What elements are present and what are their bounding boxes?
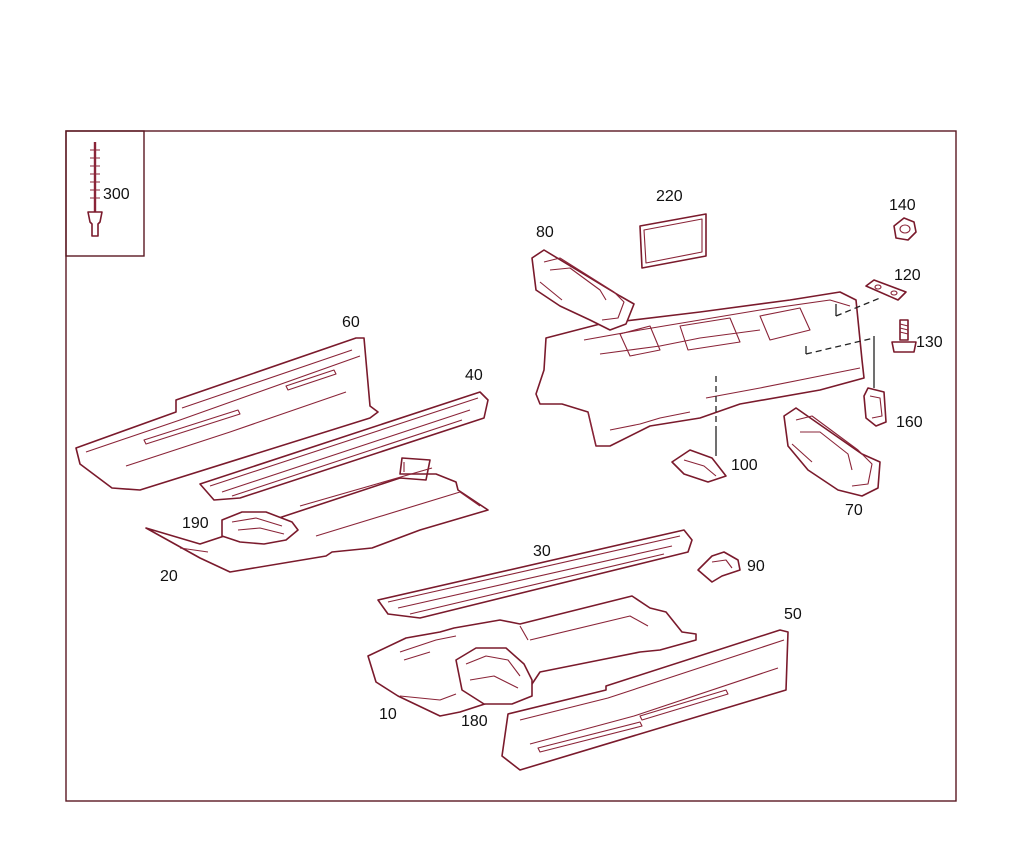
- callout-90: 90: [747, 558, 765, 575]
- callout-120: 120: [894, 267, 921, 284]
- floor-panel-10[interactable]: [367, 595, 697, 717]
- callout-70: 70: [845, 502, 863, 519]
- callout-10: 10: [379, 706, 397, 723]
- callout-60: 60: [342, 314, 360, 331]
- callout-220: 220: [656, 188, 683, 205]
- bracket-160[interactable]: [863, 387, 887, 427]
- callout-130: 130: [916, 334, 943, 351]
- callout-190: 190: [182, 515, 209, 532]
- callout-40: 40: [465, 367, 483, 384]
- sill-60[interactable]: [75, 337, 379, 491]
- diagram-frame: [65, 130, 957, 802]
- bracket-180[interactable]: [455, 647, 533, 705]
- callout-80: 80: [536, 224, 554, 241]
- callout-50: 50: [784, 606, 802, 623]
- sill-50[interactable]: [501, 629, 789, 771]
- member-80[interactable]: [531, 249, 635, 331]
- leader-120-dashed: [835, 297, 881, 317]
- bracket-100[interactable]: [671, 449, 727, 483]
- rivet-300[interactable]: [87, 142, 103, 237]
- bolt-130[interactable]: [891, 319, 917, 353]
- nut-140[interactable]: [893, 217, 917, 241]
- callout-100: 100: [731, 457, 758, 474]
- floor-panel-20[interactable]: [145, 457, 489, 573]
- member-70[interactable]: [783, 407, 881, 497]
- leader-130-dashed: [805, 337, 875, 355]
- floor-center-assembly[interactable]: [535, 291, 865, 447]
- bracket-90[interactable]: [697, 551, 741, 583]
- sill-30[interactable]: [377, 529, 693, 619]
- callout-140: 140: [889, 197, 916, 214]
- plate-120[interactable]: [865, 279, 907, 301]
- callout-180: 180: [461, 713, 488, 730]
- callout-30: 30: [533, 543, 551, 560]
- inset-box: [65, 130, 145, 257]
- callout-20: 20: [160, 568, 178, 585]
- pad-220[interactable]: [639, 213, 707, 269]
- callout-300: 300: [103, 186, 130, 203]
- sill-40[interactable]: [199, 391, 489, 501]
- callout-160: 160: [896, 414, 923, 431]
- bracket-190[interactable]: [221, 511, 299, 545]
